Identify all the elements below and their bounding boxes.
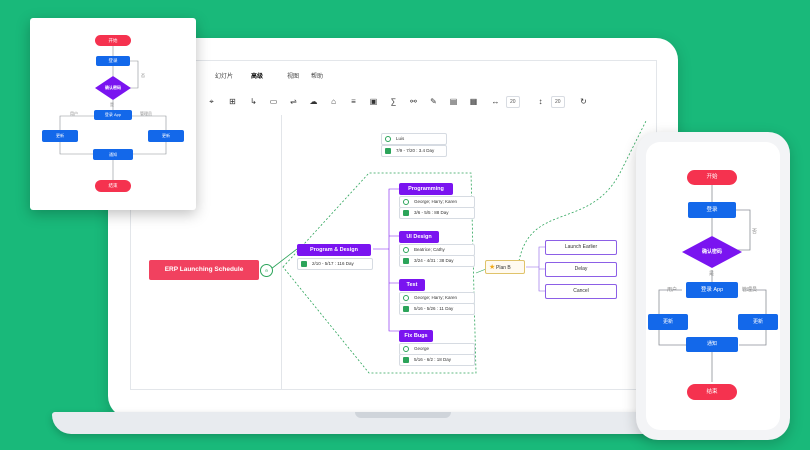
insert-topic-icon[interactable]: ⊞ [229,97,236,106]
person-icon [403,199,409,205]
flowchart-card: 开始 登录 确认密码 否 是 登录 App 用户 管理员 更新 更新 通知 结束 [30,18,196,210]
calendar-icon [301,261,307,267]
flow-app-login[interactable]: 登录 App [94,110,132,120]
menu-item-help[interactable]: 帮助 [311,74,324,80]
flow-yes-label: 是 [110,102,114,107]
option-cancel[interactable]: Cancel [545,284,617,299]
option-launch-earlier[interactable]: Launch Earlier [545,240,617,255]
calendar-icon [403,210,409,216]
phone-flow-user-label: 用户 [667,287,678,293]
luis-dates: 7/9 - 7/20 : 3.4 Day [381,145,447,157]
flow-start[interactable]: 开始 [95,35,131,46]
menu-item-slides[interactable]: 幻灯片 [215,74,234,80]
phone-flow-login[interactable]: 登录 [688,202,736,218]
collapse-toggle-icon[interactable]: ⊖ [260,264,273,277]
calendar-icon [403,258,409,264]
flow-update-right[interactable]: 更新 [148,130,184,142]
star-icon: ★ [489,264,496,271]
task-dates: 5/16 - 5/26 : 11 Day [399,303,475,315]
pen-icon[interactable]: ✎ [430,97,437,106]
table-icon[interactable]: ▦ [469,97,478,106]
flow-update-left[interactable]: 更新 [42,130,78,142]
root-topic[interactable]: ERP Launching Schedule [149,260,259,280]
tag-icon[interactable]: ⌂ [331,97,336,106]
subtopic-icon[interactable]: ↳ [250,97,257,106]
main-topic[interactable]: Program & Design [297,244,371,256]
link-icon[interactable]: ⚯ [410,97,417,106]
main-topic-dates: 2/10 - 5/17 : 116 Day [297,258,373,270]
phone-flowchart-connectors [658,185,767,382]
phone-flow-update-left[interactable]: 更新 [648,314,688,330]
rectangle-icon[interactable]: ▭ [269,97,278,106]
flow-confirm[interactable]: 确认密码 [105,85,121,90]
phone-flow-notify[interactable]: 通知 [686,337,738,352]
task-ui-design[interactable]: UI Design [399,231,439,243]
calendar-icon [403,306,409,312]
height-icon: ↕ [538,97,543,106]
phone-flow-update-right[interactable]: 更新 [738,314,778,330]
menu-item-view[interactable]: 视图 [287,74,300,80]
menu-bar: C 幻灯片 高级 视图 帮助 [131,61,656,90]
relationship-icon[interactable]: ⇌ [290,97,297,106]
calendar-icon [403,357,409,363]
flowchart-connectors [59,46,167,180]
height-input[interactable]: 20 [551,96,565,108]
brush-icon[interactable]: ⌖ [209,97,214,106]
image-icon[interactable]: ▣ [369,97,378,106]
luis-node[interactable]: Luis [381,133,447,145]
comment-icon[interactable]: ▤ [449,97,458,106]
person-icon [403,346,409,352]
option-delay[interactable]: Delay [545,262,617,277]
app-window: C 幻灯片 高级 视图 帮助 ⌖ ⊞ ↳ ▭ ⇌ ☁ ⌂ ≡ ▣ ∑ ⚯ ✎ ▤… [130,60,657,390]
phone-flow-yes-label: 是 [709,271,715,277]
callout-icon[interactable]: ☁ [309,97,318,106]
phone-flow-app-login[interactable]: 登录 App [686,282,738,298]
person-icon [403,247,409,253]
flow-no-label: 否 [141,73,145,78]
phone-flow-start[interactable]: 开始 [687,170,737,185]
phone-flow-no-label: 否 [752,229,758,235]
refresh-icon[interactable]: ↻ [580,97,587,106]
phone-flow-end[interactable]: 结束 [687,384,737,400]
phone-flow-admin-label: 管理员 [742,287,758,293]
calendar-icon [385,148,391,154]
summary-icon[interactable]: ≡ [351,97,356,106]
menu-item-advanced[interactable]: 高级 [251,74,264,80]
person-icon [385,136,391,142]
flow-admin-label: 管理员 [140,111,152,116]
phone-flow-confirm[interactable]: 确认密码 [701,249,722,255]
laptop-notch [355,412,451,418]
flow-login[interactable]: 登录 [96,56,130,66]
task-fix-bugs[interactable]: Fix Bugs [399,330,433,342]
flow-notify[interactable]: 通知 [93,149,133,160]
phone-screen: 开始 登录 确认密码 否 是 登录 App 用户 管理员 更新 更新 通知 结束 [646,142,780,430]
task-dates: 3/24 - 4/31 : 38 Day [399,255,475,267]
flow-end[interactable]: 结束 [95,180,131,192]
formula-icon[interactable]: ∑ [390,97,397,106]
task-test[interactable]: Test [399,279,425,291]
laptop-base [52,412,752,434]
canvas-divider [281,115,282,389]
width-icon: ↔ [491,97,500,106]
task-dates: 5/16 - 6/2 : 18 Day [399,354,475,366]
flow-user-label: 用户 [70,111,78,116]
plan-b-topic[interactable]: ★Plan B [485,260,525,274]
task-dates: 3/6 - 5/5 : 88 Day [399,207,475,219]
width-input[interactable]: 20 [506,96,520,108]
mindmap-connectors [270,120,647,374]
person-icon [403,295,409,301]
task-programming[interactable]: Programming [399,183,453,195]
